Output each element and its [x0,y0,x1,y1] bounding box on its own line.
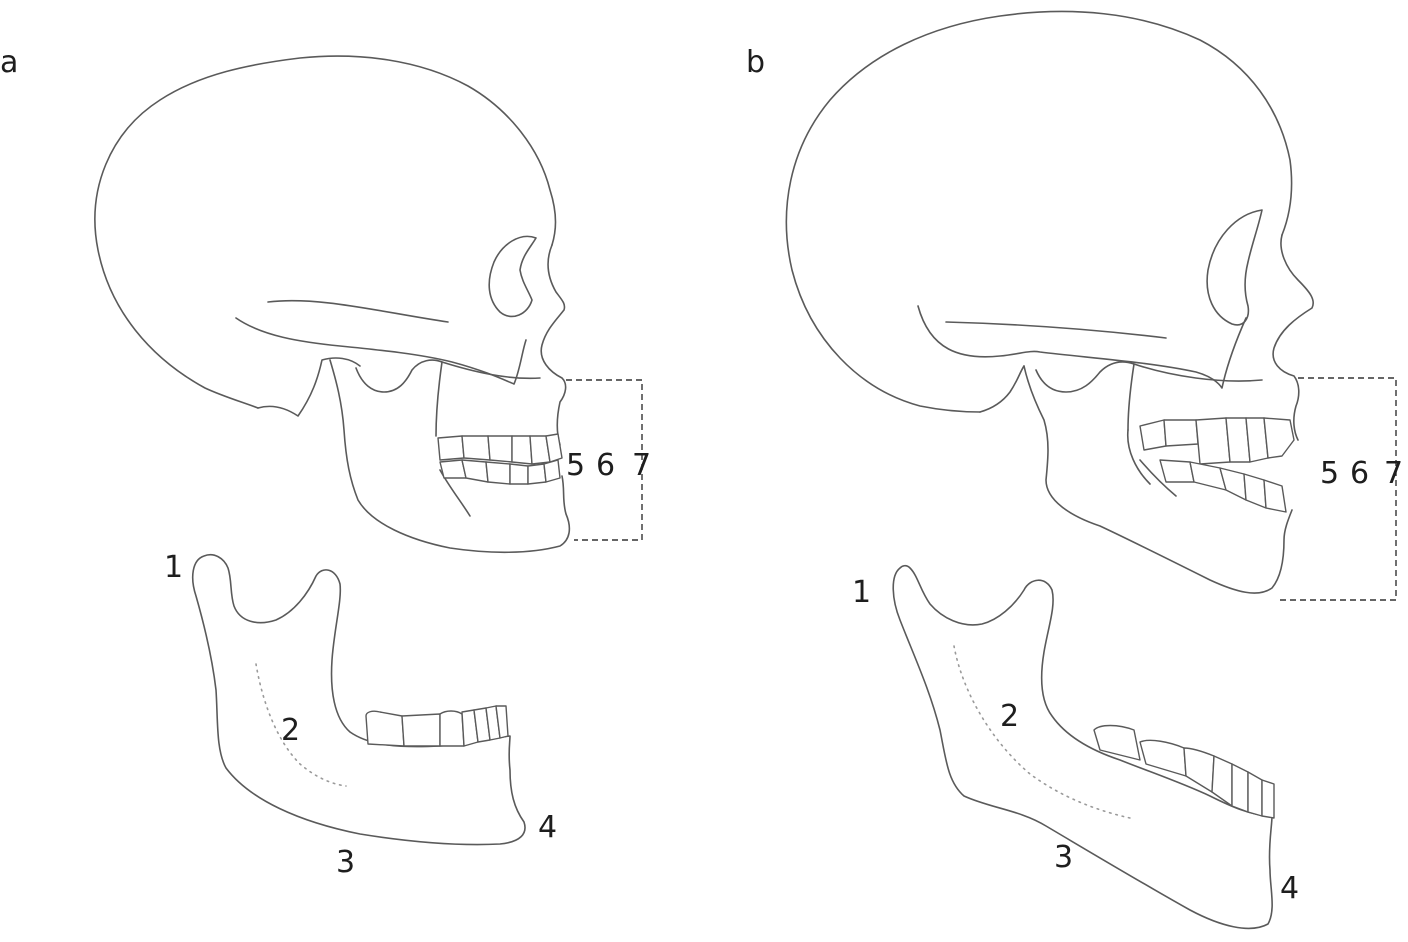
panel-b-ramus [1023,365,1293,594]
panel-a-mylohyoid-line [255,663,347,787]
panel-a: a [0,45,651,880]
panel-b-label-6: 6 [1350,456,1369,491]
panel-a-label-1: 1 [164,550,183,585]
panel-a-label-4: 4 [538,810,557,845]
panel-b-label-1: 1 [852,575,871,610]
panel-a-label-5: 5 [566,448,585,483]
panel-b-letter: b [746,45,765,80]
panel-b-label-7: 7 [1384,456,1403,491]
panel-a-condyle-notch [355,359,443,393]
panel-b-label-5: 5 [1320,456,1339,491]
panel-b-maxilla [1127,363,1263,431]
panel-b-label-2: 2 [1000,699,1019,734]
panel-a-zygomatic [235,317,527,385]
panel-a-label-3: 3 [336,845,355,880]
panel-a-nasal-profile [540,244,567,446]
panel-a-letter: a [0,45,18,80]
panel-a-maxilla [435,361,541,437]
panel-b-mandible [892,564,1275,930]
panel-b-upper-teeth [1139,417,1295,465]
panel-b-coronoid-line [1126,429,1177,497]
panel-b-condyle-notch [1035,361,1135,393]
panel-b-nasal-profile [1272,234,1314,441]
panel-a-mastoid [257,357,361,417]
panel-b-cranium-outline [785,10,1293,413]
panel-a-ramus [329,359,571,554]
panel-a-orbit [488,235,537,318]
panel-a-mandible [191,553,526,846]
panel-a-mandible-outline [191,553,526,846]
panel-a-lower-teeth [439,459,561,485]
panel-a-label-6: 6 [596,448,615,483]
panel-b-temporal-line [945,321,1167,339]
panel-b: b [746,10,1403,930]
panel-b-skull [785,10,1397,601]
panel-b-mastoid [979,365,1025,413]
panel-b-lower-teeth [1159,459,1287,513]
panel-b-mandible-teeth [1093,724,1275,819]
panel-b-label-4: 4 [1280,871,1299,906]
panel-a-skull [94,55,643,554]
panel-a-mandible-teeth [365,705,509,747]
panel-b-orbit [1206,209,1263,326]
panel-b-height-bracket [1276,377,1397,601]
panel-b-zygomatic [917,305,1247,389]
panel-b-mylohyoid-line [953,645,1131,819]
panel-b-label-3: 3 [1054,840,1073,875]
panel-a-cranium-outline [94,55,557,409]
panel-a-label-2: 2 [281,713,300,748]
panel-a-height-bracket [566,379,643,541]
panel-a-temporal-line [267,299,449,323]
panel-b-mandible-outline [892,564,1273,930]
panel-b-labels: 1 2 3 4 5 6 7 [852,456,1403,906]
panel-a-labels: 1 2 3 4 5 6 7 [164,448,651,880]
panel-a-label-7: 7 [632,448,651,483]
panel-a-upper-teeth [437,433,563,465]
